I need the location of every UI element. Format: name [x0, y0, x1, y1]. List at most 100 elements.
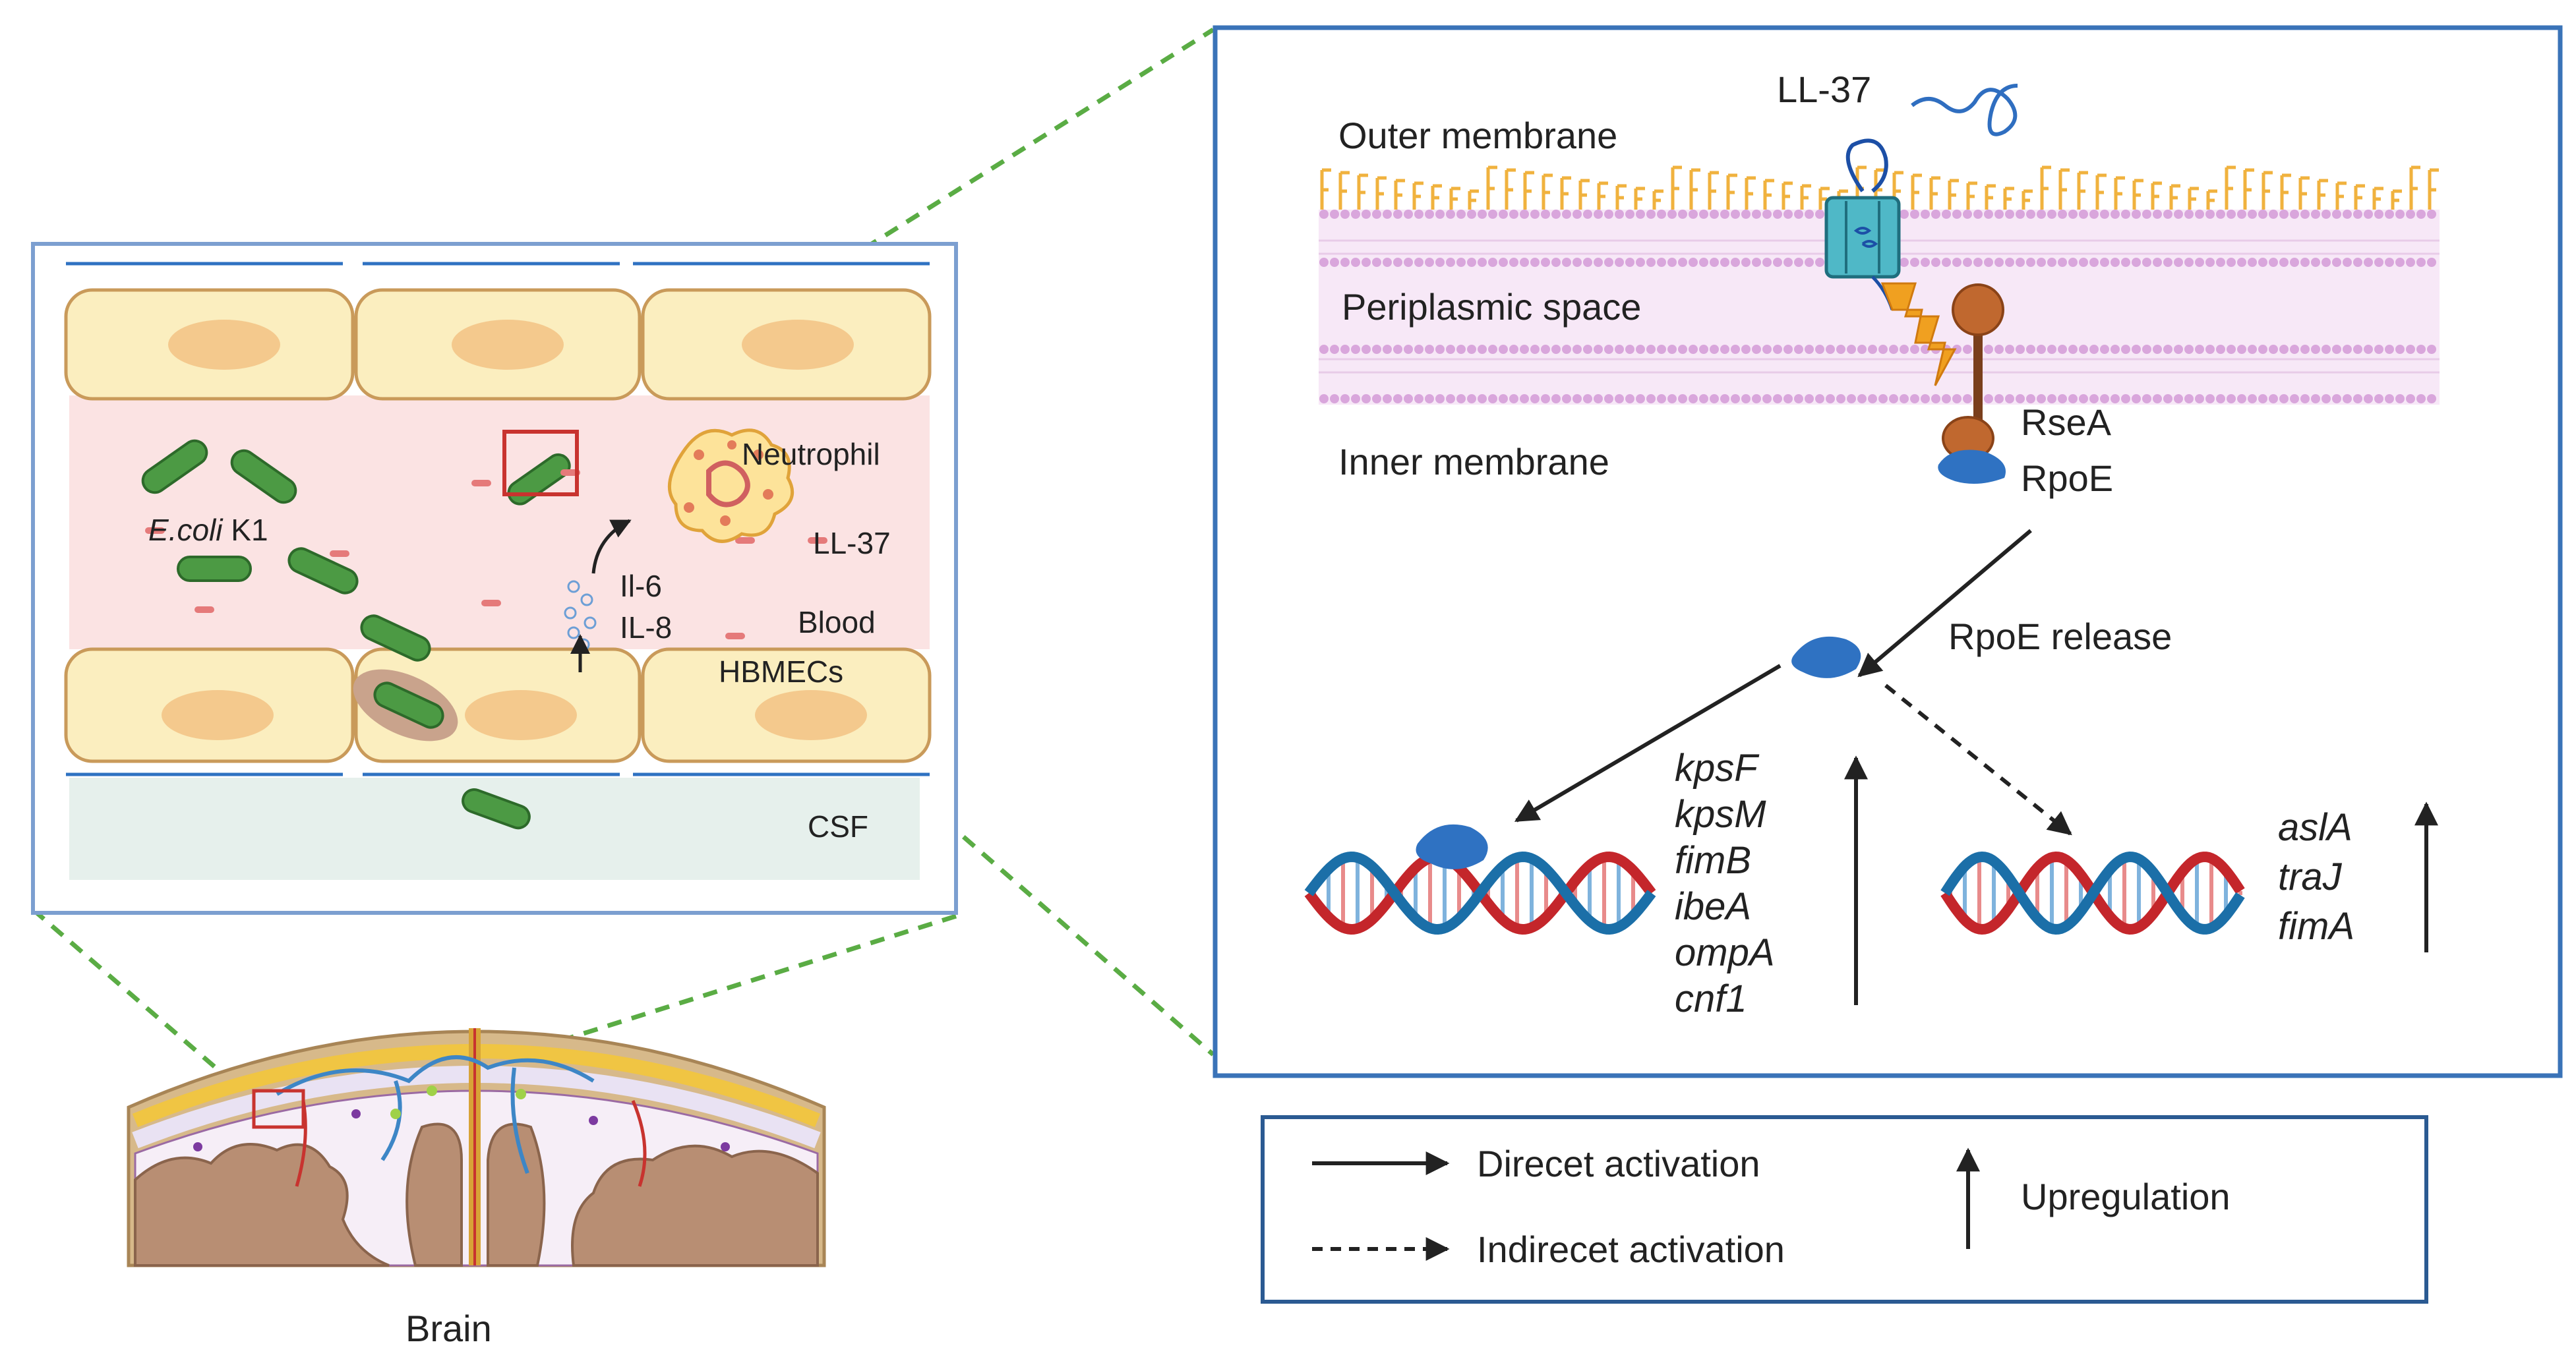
lipid-head [2174, 394, 2183, 403]
lipid-head [2195, 394, 2204, 403]
lipid-head [1741, 258, 1751, 267]
gene-indirect: aslA [2278, 806, 2352, 849]
lipid-head [1963, 394, 1972, 403]
lipid-head [1689, 394, 1698, 403]
lipid-head [1636, 394, 1645, 403]
lipid-head [1942, 258, 1951, 267]
release-label: RpoE release [1948, 616, 2172, 657]
lipid-head [1488, 258, 1497, 267]
lps-chain [1615, 184, 1627, 210]
lps-chain [2317, 179, 2328, 210]
lipid-head [1573, 394, 1582, 403]
lipid-head [2427, 394, 2436, 403]
lipid-head [1952, 210, 1962, 219]
lipid-head [1383, 394, 1392, 403]
lipid-head [1425, 394, 1434, 403]
inner-membrane-label: Inner membrane [1338, 441, 1609, 482]
lipid-head [1826, 394, 1835, 403]
lipid-head [2026, 345, 2035, 354]
lps-chain [1449, 187, 1460, 210]
lipid-head [2321, 394, 2331, 403]
lipid-head [1562, 345, 1571, 354]
lipid-head [1319, 394, 1329, 403]
dna-helix-indirect [1940, 851, 2245, 935]
lipid-head [1425, 210, 1434, 219]
lipid-head [2343, 210, 2352, 219]
lipid-head [1509, 345, 1518, 354]
lipid-head [1815, 258, 1824, 267]
lps-chain [1597, 181, 1608, 210]
lps-chain [1671, 165, 1682, 210]
lps-chain [2409, 165, 2420, 210]
lipid-head [1404, 258, 1413, 267]
lipid-head [2227, 345, 2236, 354]
lipid-head [2132, 210, 2141, 219]
lipid-head [2406, 210, 2415, 219]
lipid-head [1646, 258, 1656, 267]
lipid-head [2248, 210, 2257, 219]
lipid-head [1372, 345, 1381, 354]
lipid-head [1667, 345, 1677, 354]
lipid-head [2153, 210, 2162, 219]
lipid-head [2111, 394, 2120, 403]
lipid-head [1678, 258, 1687, 267]
lps-chain [1818, 187, 1830, 210]
lipid-head [1551, 394, 1561, 403]
lipid-head [1699, 394, 1708, 403]
lipid-head [1783, 258, 1793, 267]
ll37-fragments [145, 469, 827, 639]
lps-chain [2132, 179, 2143, 210]
legend-upregulation-label: Upregulation [2021, 1176, 2231, 1217]
neutrophil [667, 428, 794, 543]
lipid-head [2121, 345, 2130, 354]
lipid-head [1393, 258, 1402, 267]
lipid-head [2058, 210, 2067, 219]
lipid-head [2279, 394, 2289, 403]
gene-direct: cnf1 [1675, 977, 1747, 1020]
lipid-head [1383, 345, 1392, 354]
lps-chain [1375, 176, 1387, 210]
lipid-head [1847, 345, 1856, 354]
lipid-head [1488, 210, 1497, 219]
lipid-head [2353, 345, 2362, 354]
lipid-head [1351, 394, 1360, 403]
lipid-head [2216, 345, 2225, 354]
lipid-head [1509, 258, 1518, 267]
lipid-head [1815, 210, 1824, 219]
lipid-head [1931, 258, 1940, 267]
lipid-head [2111, 258, 2120, 267]
lipid-head [1541, 258, 1550, 267]
lipid-head [1604, 210, 1613, 219]
release-arrow [1857, 529, 2032, 678]
lipid-head [2395, 345, 2405, 354]
lipid-head [1551, 210, 1561, 219]
lipid-head [2311, 258, 2320, 267]
lipid-head [2068, 210, 2078, 219]
lipid-head [2269, 258, 2278, 267]
lipid-head [1330, 394, 1339, 403]
lipid-head [2269, 210, 2278, 219]
lipid-head [1963, 210, 1972, 219]
lipid-head [1921, 210, 1930, 219]
lps-chain [2261, 171, 2273, 210]
lipid-head [1319, 345, 1329, 354]
legend-direct-label: Direcet activation [1477, 1143, 1760, 1184]
lps-chain [1763, 179, 1774, 210]
lipid-head [1636, 258, 1645, 267]
lipid-head [1541, 345, 1550, 354]
lipid-head [2290, 210, 2299, 219]
lipid-head [1562, 210, 1571, 219]
lipid-head [1446, 345, 1455, 354]
lipid-head [1404, 394, 1413, 403]
lipid-head [1383, 210, 1392, 219]
lipid-head [2058, 394, 2067, 403]
lipid-head [2248, 345, 2257, 354]
lipid-head [1952, 394, 1962, 403]
lipid-head [1762, 258, 1772, 267]
lipid-head [2121, 210, 2130, 219]
lipid-head [2037, 394, 2046, 403]
lipid-head [2132, 345, 2141, 354]
lps-chain [2022, 189, 2033, 210]
lipid-head [1878, 345, 1888, 354]
lipid-head [1636, 210, 1645, 219]
